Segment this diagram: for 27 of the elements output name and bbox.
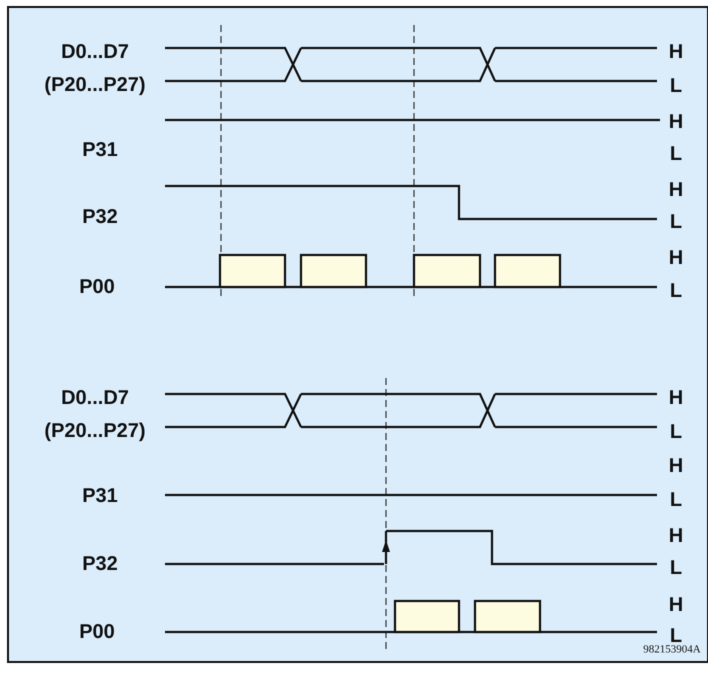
- level-label: L: [670, 144, 682, 164]
- level-label: H: [668, 112, 684, 132]
- level-label: H: [668, 388, 684, 408]
- signal-name: P00: [79, 277, 115, 297]
- level-label: L: [670, 626, 682, 646]
- signal-name: P31: [82, 140, 118, 160]
- signal-name: D0...D7: [61, 42, 129, 62]
- signal-name: (P20...P27): [44, 421, 146, 441]
- level-label: L: [670, 422, 682, 442]
- signal-name: P32: [82, 207, 118, 227]
- level-label: H: [668, 595, 684, 615]
- level-label: L: [670, 76, 682, 96]
- level-label: H: [668, 456, 684, 476]
- signal-name: P32: [82, 554, 118, 574]
- level-label: L: [670, 558, 682, 578]
- level-label: L: [670, 212, 682, 232]
- signal-name: D0...D7: [61, 388, 129, 408]
- level-label: H: [668, 248, 684, 268]
- level-label: L: [670, 281, 682, 301]
- level-label: H: [668, 180, 684, 200]
- figure-number: 982153904A: [643, 644, 701, 656]
- level-label: H: [668, 42, 684, 62]
- signal-name: P31: [82, 486, 118, 506]
- signal-name: P00: [79, 622, 115, 642]
- signal-name: (P20...P27): [44, 75, 146, 95]
- level-label: L: [670, 490, 682, 510]
- level-label: H: [668, 526, 684, 546]
